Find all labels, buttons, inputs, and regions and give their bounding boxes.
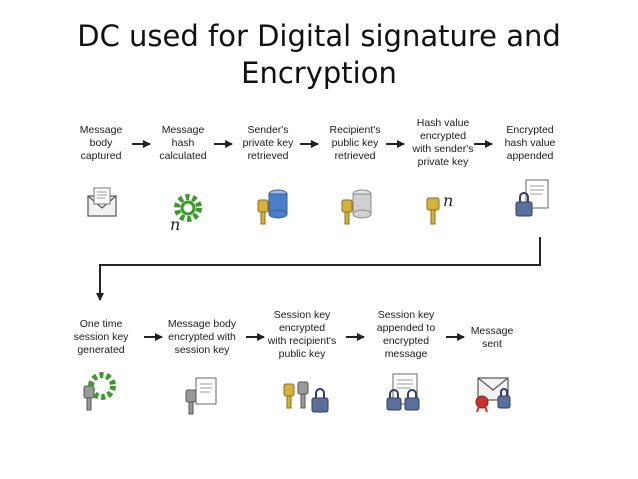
step-label-line: hash xyxy=(171,137,195,149)
document-lock-icon xyxy=(515,179,549,217)
gear-key-icon xyxy=(83,372,116,411)
step-label-line: encrypted xyxy=(419,130,467,142)
hash-symbol-label: n xyxy=(170,215,180,234)
step-label-line: appended to xyxy=(376,322,436,334)
step-session-key-appended: Session key appended to encrypted messag… xyxy=(360,309,452,361)
step-label-line: captured xyxy=(80,150,122,162)
step-label-line: retrieved xyxy=(334,150,376,162)
step-label-line: Message xyxy=(470,325,514,337)
step-message-sent: Message sent xyxy=(446,325,538,351)
step-label-line: Recipient's xyxy=(329,124,381,136)
step-label-line: body xyxy=(89,137,113,149)
step-label-line: public key xyxy=(278,348,326,360)
two-keys-lock-icon xyxy=(283,381,329,413)
step-label-line: Session key xyxy=(377,309,435,321)
step-label-line: retrieved xyxy=(247,150,289,162)
step-label-line: Session key xyxy=(273,309,331,321)
hash-symbol-label: n xyxy=(443,191,453,210)
step-one-time-session-key-generated: One time session key generated xyxy=(55,318,147,357)
step-label-line: generated xyxy=(77,344,125,356)
step-session-key-encrypted: Session key encrypted with recipient's p… xyxy=(256,309,348,361)
step-label-line: Hash value xyxy=(416,117,470,129)
step-label-line: Message xyxy=(161,124,205,136)
row-connector-line xyxy=(96,237,541,301)
document-locks-icon xyxy=(386,373,420,411)
step-label-line: sent xyxy=(482,338,502,350)
step-label-line: calculated xyxy=(159,150,207,162)
sealed-envelope-icon xyxy=(475,377,511,413)
step-senders-private-key-retrieved: Sender's private key retrieved xyxy=(222,124,314,163)
envelope-icon xyxy=(87,187,117,217)
key-database-icon xyxy=(257,189,288,225)
step-label-line: Message body xyxy=(167,318,237,330)
step-label-line: with sender's xyxy=(412,143,474,155)
step-label-line: Encrypted xyxy=(506,124,554,136)
step-message-body-captured: Message body captured xyxy=(55,124,147,163)
step-recipients-public-key-retrieved: Recipient's public key retrieved xyxy=(309,124,401,163)
step-label-line: encrypted xyxy=(278,322,326,334)
title-line-1: DC used for Digital signature and xyxy=(77,19,561,53)
gear-hash-icon: n xyxy=(170,194,202,234)
step-label-line: session key xyxy=(174,344,230,356)
step-encrypted-hash-appended: Encrypted hash value appended xyxy=(484,124,576,163)
step-hash-value-encrypted: Hash value encrypted with sender's priva… xyxy=(397,117,489,169)
step-label-line: encrypted xyxy=(382,335,430,347)
step-label-line: with recipient's xyxy=(267,335,337,347)
title-line-2: Encryption xyxy=(241,56,397,90)
slide-title: DC used for Digital signature and Encryp… xyxy=(0,18,638,92)
step-label-line: Message xyxy=(79,124,123,136)
step-message-body-encrypted: Message body encrypted with session key xyxy=(156,318,248,357)
step-label-line: public key xyxy=(331,137,379,149)
step-label-line: appended xyxy=(506,150,554,162)
step-label-line: Sender's xyxy=(247,124,289,136)
step-label-line: message xyxy=(384,348,428,360)
key-database-icon xyxy=(341,189,372,225)
step-label-line: private key xyxy=(242,137,294,149)
step-label-line: private key xyxy=(417,156,469,168)
step-label-line: encrypted with xyxy=(168,331,236,343)
step-label-line: session key xyxy=(73,331,129,343)
step-label-line: One time xyxy=(79,318,123,330)
step-message-hash-calculated: Message hash calculated xyxy=(137,124,229,163)
key-document-icon xyxy=(185,377,217,415)
step-label-line: hash value xyxy=(504,137,556,149)
key-hash-icon: n xyxy=(426,191,453,225)
